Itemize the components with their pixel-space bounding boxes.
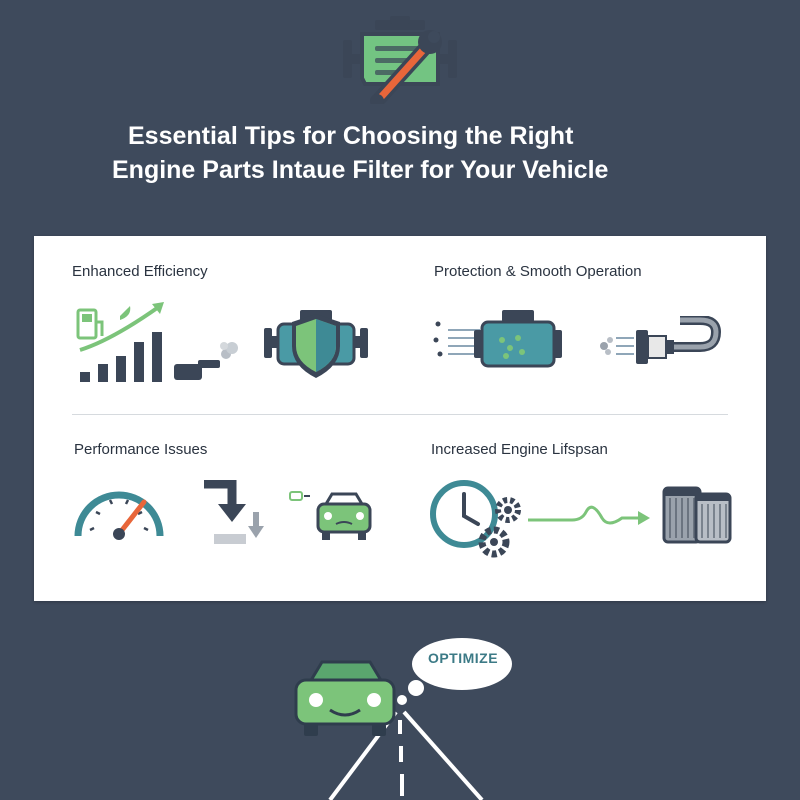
title-line-2: Engine Parts Intaue Filter for Your Vehi… bbox=[112, 156, 609, 184]
growth-arrow bbox=[528, 505, 650, 525]
speedometer-icon bbox=[74, 491, 164, 540]
engine-airflow-icon bbox=[433, 310, 562, 368]
section-title-lifespan: Increased Engine Lifspsan bbox=[431, 441, 608, 458]
section-title-efficiency: Enhanced Efficiency bbox=[72, 263, 208, 280]
exhaust-pipe-icon bbox=[174, 342, 238, 380]
section-title-performance: Performance Issues bbox=[74, 441, 208, 458]
car-icon bbox=[289, 491, 372, 540]
clock-gears-icon bbox=[430, 480, 521, 558]
section-divider bbox=[72, 414, 728, 415]
title-line-1: Essential Tips for Choosing the Right bbox=[128, 122, 574, 150]
car-on-road-icon bbox=[294, 638, 512, 800]
growth-bar-chart-icon bbox=[76, 302, 164, 382]
tips-panel: Enhanced Efficiency Protection & Smooth … bbox=[34, 236, 766, 601]
shield-engine-icon bbox=[264, 310, 368, 378]
down-arrow-icon bbox=[204, 480, 264, 544]
air-filter-cartridges-icon bbox=[662, 486, 732, 544]
optimize-bubble-text: OPTIMIZE bbox=[427, 650, 499, 666]
section-title-protection: Protection & Smooth Operation bbox=[434, 263, 642, 280]
engine-wrench-icon bbox=[343, 16, 457, 104]
filter-hose-icon bbox=[600, 316, 722, 364]
